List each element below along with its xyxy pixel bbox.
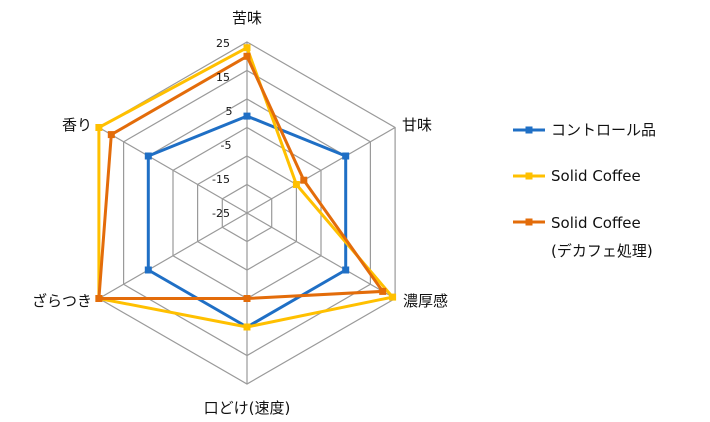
- data-point: [107, 131, 115, 139]
- series-1: [95, 44, 397, 331]
- series-2: [95, 52, 387, 302]
- legend-marker-solid-coffee-decaf: [525, 218, 533, 226]
- data-point: [144, 266, 152, 274]
- data-point: [243, 52, 251, 60]
- axis-spoke: [98, 212, 248, 300]
- data-point: [144, 152, 152, 160]
- legend-label-solid-coffee: Solid Coffee: [551, 167, 641, 185]
- axis-label-graininess: ざらつき: [32, 292, 92, 310]
- data-point: [95, 124, 103, 131]
- tick-label-minus-15: -15: [212, 173, 230, 186]
- tick-label-minus-25: -25: [212, 207, 230, 220]
- legend-item-solid-coffee-decaf: Solid Coffee (デカフェ処理): [513, 214, 653, 260]
- legend-label-solid-coffee-decaf-line2: (デカフェ処理): [551, 242, 653, 260]
- data-point: [342, 266, 350, 274]
- axis-label-melt-speed: 口どけ(速度): [204, 399, 291, 417]
- data-point: [243, 323, 251, 331]
- series-line: [97, 46, 395, 329]
- tick-label-minus-5: -5: [221, 139, 232, 152]
- tick-label-15: 15: [216, 71, 230, 84]
- series-layer: [95, 44, 397, 331]
- axis-spoke: [246, 212, 396, 300]
- series-line: [97, 54, 385, 300]
- legend-marker-solid-coffee: [525, 172, 533, 180]
- data-point: [243, 44, 251, 52]
- legend-label-control: コントロール品: [551, 121, 656, 139]
- data-point: [342, 152, 350, 160]
- data-point: [243, 112, 251, 120]
- tick-label-25: 25: [216, 37, 230, 50]
- data-point: [243, 295, 251, 302]
- axis-labels: 苦味 甘味 濃厚感 口どけ(速度) ざらつき 香り: [32, 9, 448, 417]
- data-point: [292, 181, 300, 188]
- data-point: [95, 295, 103, 302]
- legend-marker-control: [525, 126, 533, 134]
- legend-label-solid-coffee-decaf-line1: Solid Coffee: [551, 214, 641, 232]
- axis-spoke: [98, 126, 248, 214]
- tick-labels: 25 15 5 -5 -15 -25: [212, 37, 232, 220]
- axis-label-aroma: 香り: [62, 116, 92, 134]
- axis-label-bitterness: 苦味: [232, 9, 262, 27]
- axis-spoke: [246, 126, 396, 214]
- data-point: [300, 176, 308, 184]
- legend-item-solid-coffee: Solid Coffee: [513, 167, 641, 185]
- data-point: [379, 287, 387, 295]
- legend: コントロール品 Solid Coffee Solid Coffee (デカフェ処…: [513, 121, 656, 260]
- axis-label-sweetness: 甘味: [402, 116, 432, 134]
- axis-label-richness: 濃厚感: [403, 292, 448, 310]
- tick-label-5: 5: [226, 105, 233, 118]
- data-point: [389, 293, 397, 301]
- radar-spokes: [98, 42, 396, 384]
- legend-item-control: コントロール品: [513, 121, 656, 139]
